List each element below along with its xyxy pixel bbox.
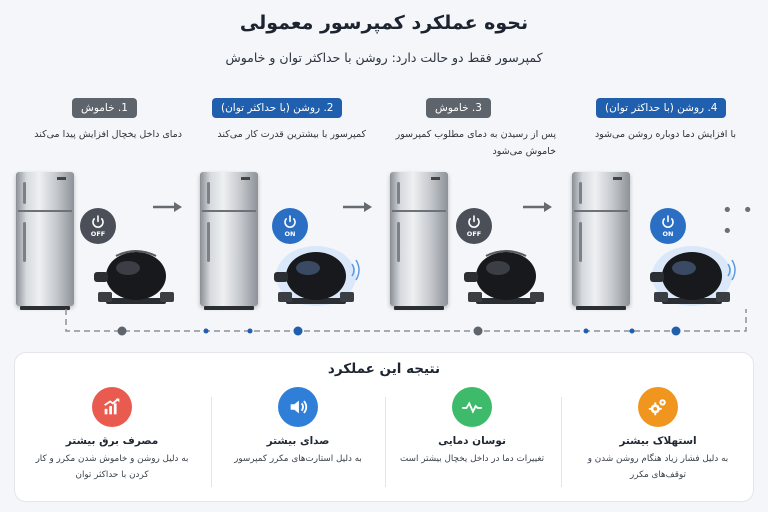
power-off-icon: OFF xyxy=(456,208,492,244)
chart-up-icon xyxy=(92,387,132,427)
divider xyxy=(211,397,212,487)
compressor-icon xyxy=(464,250,544,304)
refrigerator-icon xyxy=(16,172,74,310)
divider xyxy=(561,397,562,487)
stage-3: 3. خاموش پس از رسیدن به دمای مطلوب کمپرس… xyxy=(386,98,566,323)
stage-4-badge: 4. روشن (با حداکثر توان) xyxy=(596,98,727,118)
compressor-running-icon xyxy=(650,246,736,306)
timeline-dot xyxy=(117,326,127,336)
power-on-icon: ON xyxy=(650,208,686,244)
timeline-dot xyxy=(583,328,589,334)
stage-4: 4. روشن (با حداکثر توان) با افزایش دما د… xyxy=(566,98,746,323)
power-state-label: OFF xyxy=(466,230,482,238)
result-card-noise: صدای بیشتر به دلیل استارت‌های مکرر کمپرس… xyxy=(213,387,383,497)
page-title: نحوه عملکرد کمپرسور معمولی xyxy=(239,12,529,34)
timeline-dot xyxy=(203,328,209,334)
stage-2: 2. روشن (با حداکثر توان) کمپرسور با بیشت… xyxy=(196,98,376,323)
gears-icon xyxy=(638,387,678,427)
stage-1-description: دمای داخل یخچال افزایش پیدا می‌کند xyxy=(34,129,182,140)
stage-3-badge: 3. خاموش xyxy=(426,98,491,118)
result-card-title: مصرف برق بیشتر xyxy=(65,435,159,447)
arrow-right-icon xyxy=(523,202,552,212)
power-off-icon: OFF xyxy=(80,208,116,244)
stage-4-description: با افزایش دما دوباره روشن می‌شود xyxy=(594,129,736,140)
result-card-temperature: نوسان دمایی تغییرات دما در داخل یخچال بی… xyxy=(387,387,557,497)
result-card-title: صدای بیشتر xyxy=(266,435,330,447)
stage-1-badge: 1. خاموش xyxy=(72,98,137,118)
timeline-dot xyxy=(473,326,483,336)
power-state-label: ON xyxy=(662,230,674,238)
stage-3-description: پس از رسیدن به دمای مطلوب کمپرسور خاموش … xyxy=(395,129,556,157)
result-card-energy: مصرف برق بیشتر به دلیل روشن و خاموش شدن … xyxy=(27,387,197,497)
speaker-icon xyxy=(278,387,318,427)
refrigerator-icon xyxy=(572,172,630,310)
more-indicator: • • • xyxy=(722,200,755,242)
result-card-description: به دلیل فشار زیاد هنگام روشن شدن و توقف‌… xyxy=(587,454,729,480)
page-subtitle: کمپرسور فقط دو حالت دارد: روشن با حداکثر… xyxy=(225,50,543,65)
arrow-right-icon xyxy=(153,202,182,212)
compressor-running-icon xyxy=(274,246,360,306)
refrigerator-icon xyxy=(200,172,258,310)
wave-icon xyxy=(452,387,492,427)
power-state-label: ON xyxy=(284,230,296,238)
stage-1: 1. خاموش دمای داخل یخچال افزایش پیدا می‌… xyxy=(12,98,192,323)
stage-2-badge: 2. روشن (با حداکثر توان) xyxy=(212,98,343,118)
power-on-icon: ON xyxy=(272,208,308,244)
result-card-wear: استهلاک بیشتر به دلیل فشار زیاد هنگام رو… xyxy=(573,387,743,497)
result-card-description: تغییرات دما در داخل یخچال بیشتر است xyxy=(399,454,545,464)
timeline-dot xyxy=(629,328,635,334)
results-title: نتیجه این عملکرد xyxy=(327,361,441,377)
results-panel: نتیجه این عملکرد مصرف برق بیشتر به دلیل … xyxy=(14,352,754,502)
stage-2-description: کمپرسور با بیشترین قدرت کار می‌کند xyxy=(217,129,366,140)
timeline-dot xyxy=(671,326,681,336)
refrigerator-icon xyxy=(390,172,448,310)
compressor-icon xyxy=(94,250,174,304)
arrow-right-icon xyxy=(343,202,372,212)
divider xyxy=(385,397,386,487)
timeline-dot xyxy=(247,328,253,334)
timeline xyxy=(65,309,747,336)
result-card-title: نوسان دمایی xyxy=(438,435,506,447)
power-state-label: OFF xyxy=(90,230,106,238)
result-card-description: به دلیل روشن و خاموش شدن مکرر و کار کردن… xyxy=(35,454,189,480)
result-card-description: به دلیل استارت‌های مکرر کمپرسور xyxy=(234,454,362,464)
timeline-dot xyxy=(293,326,303,336)
result-card-title: استهلاک بیشتر xyxy=(619,435,697,447)
